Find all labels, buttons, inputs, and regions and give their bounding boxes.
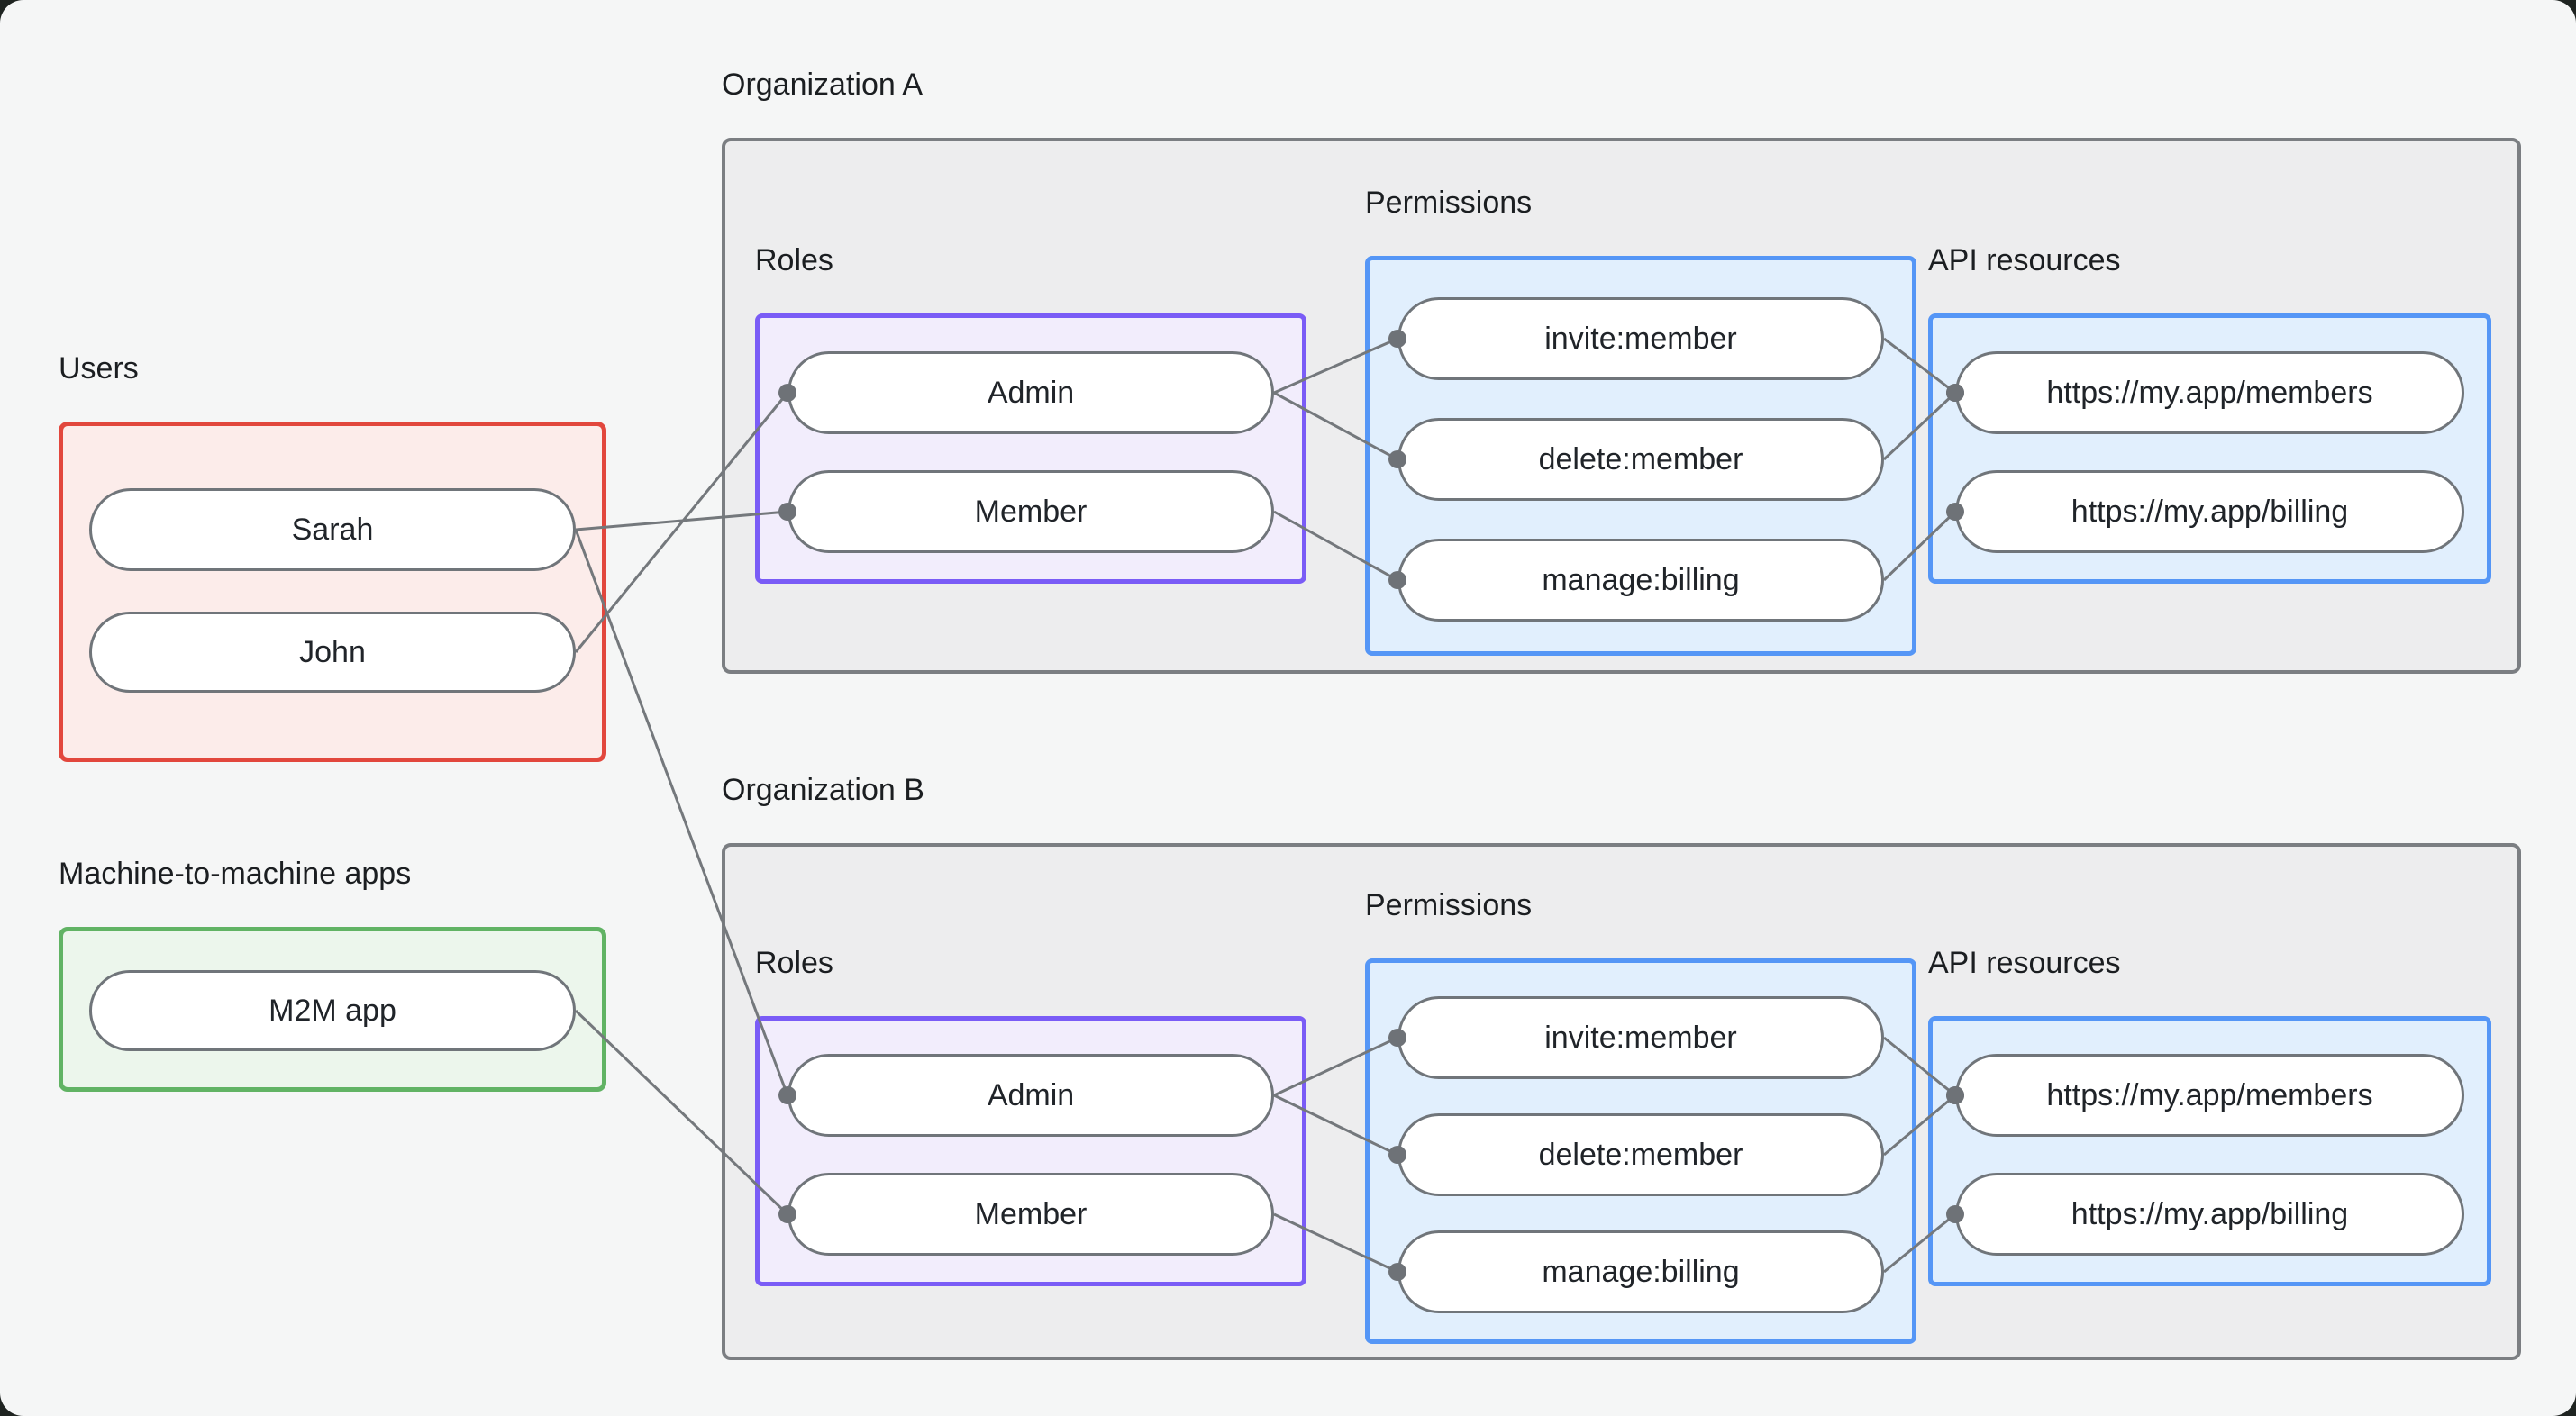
user-node-sarah: Sarah	[89, 488, 576, 571]
org-a-api-billing: https://my.app/billing	[1955, 470, 2464, 553]
org-a-label: Organization A	[722, 68, 924, 102]
users-group-box	[59, 422, 606, 762]
m2m-section-label: Machine-to-machine apps	[59, 857, 412, 891]
org-a-role-admin: Admin	[787, 351, 1274, 434]
org-b-role-member: Member	[787, 1173, 1274, 1256]
org-a-api-members: https://my.app/members	[1955, 351, 2464, 434]
org-a-permission-manage: manage:billing	[1397, 539, 1884, 622]
org-b-api-label: API resources	[1928, 946, 2121, 980]
org-b-permission-delete: delete:member	[1397, 1113, 1884, 1196]
org-b-permissions-label: Permissions	[1365, 888, 1533, 922]
org-b-role-admin: Admin	[787, 1054, 1274, 1137]
m2m-node: M2M app	[89, 970, 576, 1051]
org-a-role-member: Member	[787, 470, 1274, 553]
org-b-permission-manage: manage:billing	[1397, 1230, 1884, 1313]
org-a-permission-invite: invite:member	[1397, 297, 1884, 380]
org-a-permissions-label: Permissions	[1365, 186, 1533, 220]
user-node-john: John	[89, 612, 576, 693]
org-a-permission-delete: delete:member	[1397, 418, 1884, 501]
org-b-permission-invite: invite:member	[1397, 996, 1884, 1079]
org-b-label: Organization B	[722, 773, 924, 807]
org-b-api-billing: https://my.app/billing	[1955, 1173, 2464, 1256]
org-a-roles-label: Roles	[755, 243, 833, 277]
org-b-api-members: https://my.app/members	[1955, 1054, 2464, 1137]
org-a-api-label: API resources	[1928, 243, 2121, 277]
users-section-label: Users	[59, 351, 139, 386]
org-b-roles-label: Roles	[755, 946, 833, 980]
